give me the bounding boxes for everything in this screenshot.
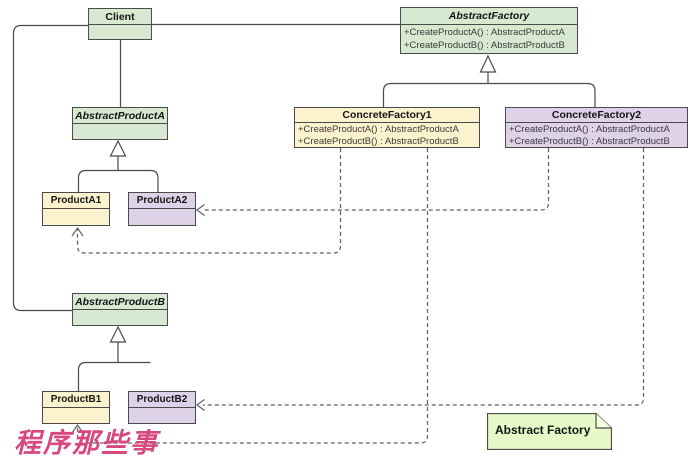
class-client-body	[89, 25, 151, 39]
class-product-a2: ProductA2	[128, 192, 196, 226]
edge-cf2-productb2	[195, 148, 645, 411]
open-arrow-icon	[71, 423, 84, 434]
method-create-product-a: +CreateProductA() : AbstractProductA	[509, 124, 670, 135]
class-product-a1-name: ProductA1	[43, 193, 109, 209]
edge-generalization-products-b	[77, 325, 151, 391]
class-concrete-factory1-name: ConcreteFactory1	[295, 108, 479, 123]
open-arrow-icon	[71, 226, 84, 237]
watermark-text: 程序那些事	[14, 428, 159, 459]
class-concrete-factory2-name: ConcreteFactory2	[506, 108, 687, 123]
class-product-a2-name: ProductA2	[129, 193, 195, 209]
method-create-product-b: +CreateProductB() : AbstractProductB	[298, 136, 459, 147]
class-abstract-factory-methods: +CreateProductA() : AbstractProductA +Cr…	[401, 25, 577, 53]
class-abstract-product-b: AbstractProductB	[72, 293, 168, 326]
note-label: Abstract Factory	[495, 423, 591, 437]
class-abstract-product-a-name: AbstractProductA	[73, 108, 167, 124]
class-product-b2: ProductB2	[128, 391, 196, 424]
class-concrete-factory1-methods: +CreateProductA() : AbstractProductA +Cr…	[295, 123, 479, 147]
class-concrete-factory2-methods: +CreateProductA() : AbstractProductA +Cr…	[506, 123, 687, 147]
class-product-a2-body	[129, 209, 195, 225]
class-product-a1-body	[43, 209, 109, 225]
class-client: Client	[88, 8, 152, 40]
edge-generalization-products-a	[77, 139, 159, 192]
class-product-b1: ProductB1	[42, 391, 110, 424]
class-client-name: Client	[89, 9, 151, 25]
class-concrete-factory1: ConcreteFactory1 +CreateProductA() : Abs…	[294, 107, 480, 148]
class-abstract-product-a-body	[73, 124, 167, 139]
method-create-product-a: +CreateProductA() : AbstractProductA	[298, 124, 459, 135]
open-arrow-icon	[195, 399, 205, 411]
method-create-product-b: +CreateProductB() : AbstractProductB	[509, 136, 670, 147]
class-concrete-factory2: ConcreteFactory2 +CreateProductA() : Abs…	[505, 107, 688, 148]
method-create-product-a: +CreateProductA() : AbstractProductA	[404, 27, 565, 38]
class-abstract-product-b-name: AbstractProductB	[73, 294, 167, 310]
class-product-b2-name: ProductB2	[129, 392, 195, 408]
method-create-product-b: +CreateProductB() : AbstractProductB	[404, 39, 565, 51]
class-abstract-factory-name: AbstractFactory	[401, 8, 577, 25]
class-abstract-factory: AbstractFactory +CreateProductA() : Abst…	[400, 7, 578, 54]
hollow-triangle-icon	[109, 139, 127, 157]
edge-cf1-producta1	[71, 148, 342, 254]
open-arrow-icon	[195, 204, 205, 216]
class-abstract-product-b-body	[73, 310, 167, 325]
edge-cf2-producta2	[195, 148, 550, 216]
edge-cf1-productb1	[71, 148, 429, 444]
class-abstract-product-a: AbstractProductA	[72, 107, 168, 140]
note-shape-icon	[486, 412, 613, 451]
class-product-b1-name: ProductB1	[43, 392, 109, 408]
hollow-triangle-icon	[479, 54, 497, 73]
edge-generalization-factories	[382, 54, 596, 107]
note-abstract-factory: Abstract Factory	[486, 412, 613, 451]
class-product-a1: ProductA1	[42, 192, 110, 226]
hollow-triangle-icon	[109, 325, 127, 343]
edge-client-abstractproductb	[12, 24, 88, 312]
